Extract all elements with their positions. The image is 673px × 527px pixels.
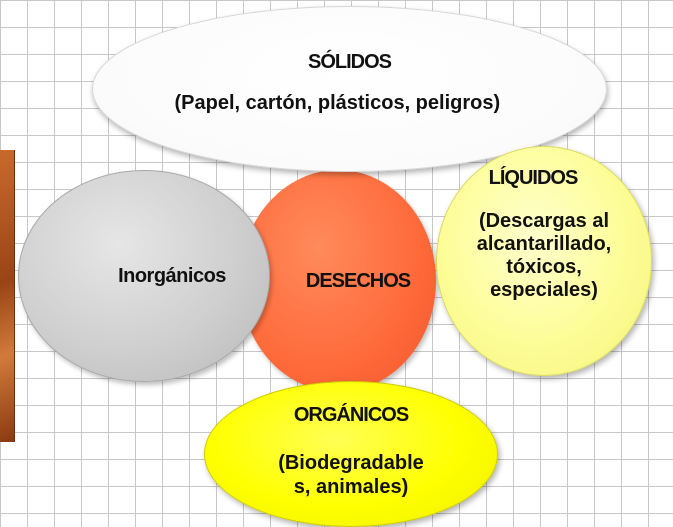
- liquidos-circle: LÍQUIDOS (Descargas al alcantarillado, t…: [436, 146, 652, 376]
- desechos-circle: DESECHOS: [240, 170, 436, 392]
- background-photo-edge: [0, 150, 15, 442]
- organicos-ellipse: ORGÁNICOS (Biodegradables, animales): [204, 381, 498, 527]
- organicos-title: ORGÁNICOS: [293, 404, 409, 426]
- organicos-description: (Biodegradables, animales): [278, 452, 424, 498]
- liquidos-title: LÍQUIDOS: [488, 167, 579, 189]
- solidos-ellipse: SÓLIDOS (Papel, cartón, plásticos, pelig…: [92, 6, 607, 172]
- liquidos-description: (Descargas al alcantarillado, tóxicos, e…: [476, 210, 612, 301]
- solidos-description: (Papel, cartón, plásticos, peligros): [174, 92, 501, 114]
- solidos-title: SÓLIDOS: [307, 51, 392, 73]
- inorganicos-circle: Inorgánicos: [18, 170, 270, 382]
- desechos-label: DESECHOS: [305, 269, 411, 292]
- inorganicos-label: Inorgánicos: [118, 264, 226, 287]
